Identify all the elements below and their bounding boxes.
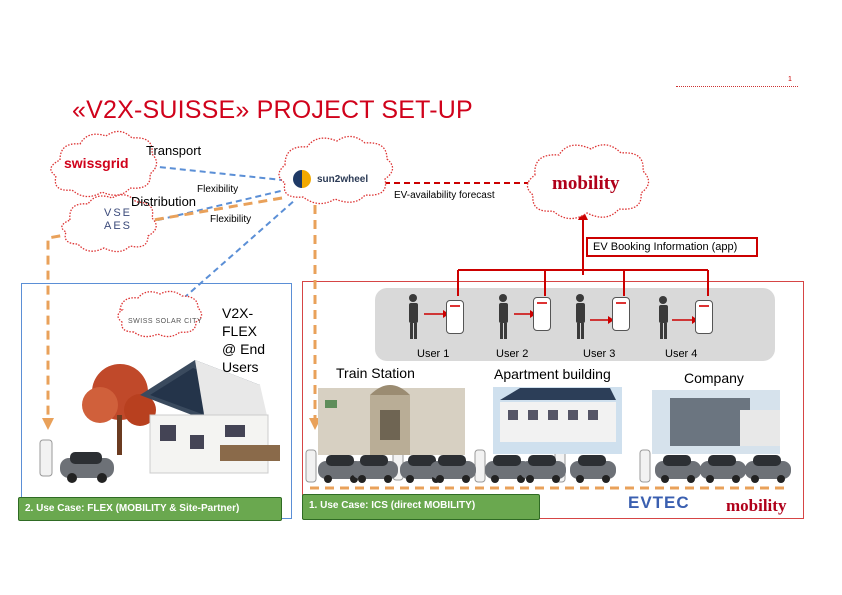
vse-logo-line1: VSE xyxy=(104,207,133,219)
site-label-train-station: Train Station xyxy=(336,365,415,381)
phone-icon xyxy=(612,297,630,331)
user-label: User 1 xyxy=(417,348,450,360)
sun2wheel-logo: sun2wheel xyxy=(317,174,369,185)
site-label-apartment-building: Apartment building xyxy=(494,366,611,382)
v2x-flex-line: V2X- xyxy=(222,305,254,321)
page-number: 1 xyxy=(788,76,792,83)
header-rule xyxy=(676,86,798,87)
phone-icon xyxy=(695,300,713,334)
ev-booking-box: EV Booking Information (app) xyxy=(586,237,758,257)
user-label: User 3 xyxy=(583,348,616,360)
transport-label: Transport xyxy=(146,143,202,158)
mobility-logo: mobility xyxy=(726,496,787,515)
ev-availability-label: EV-availability forecast xyxy=(394,190,495,201)
use-case-1-badge: 1. Use Case: ICS (direct MOBILITY) xyxy=(302,494,540,520)
user-label: User 4 xyxy=(665,348,698,360)
v2x-flex-line: @ End xyxy=(222,341,266,357)
mobility-cloud-logo: mobility xyxy=(552,173,620,194)
page-title: «V2X-SUISSE» PROJECT SET-UP xyxy=(72,96,473,124)
phone-icon xyxy=(533,297,551,331)
swissgrid-logo: swissgrid xyxy=(64,155,129,171)
v2x-flex-label: V2X- FLEX @ End Users xyxy=(222,304,265,376)
v2x-flex-line: Users xyxy=(222,359,259,375)
vse-logo-line2: AES xyxy=(104,220,133,232)
flexibility-label-1: Flexibility xyxy=(197,184,239,195)
sun2wheel-icon xyxy=(293,170,311,188)
ics-use-case-panel xyxy=(302,281,804,519)
flexibility-label-2: Flexibility xyxy=(210,214,252,225)
phone-icon xyxy=(446,300,464,334)
distribution-label: Distribution xyxy=(131,194,197,209)
swiss-solar-city-logo: SWISS SOLAR CITY xyxy=(128,318,203,325)
use-case-2-badge: 2. Use Case: FLEX (MOBILITY & Site-Partn… xyxy=(18,497,282,521)
v2x-flex-line: FLEX xyxy=(222,323,258,339)
evtec-logo: EVTEC xyxy=(628,493,690,512)
site-label-company: Company xyxy=(684,370,744,386)
user-label: User 2 xyxy=(496,348,529,360)
